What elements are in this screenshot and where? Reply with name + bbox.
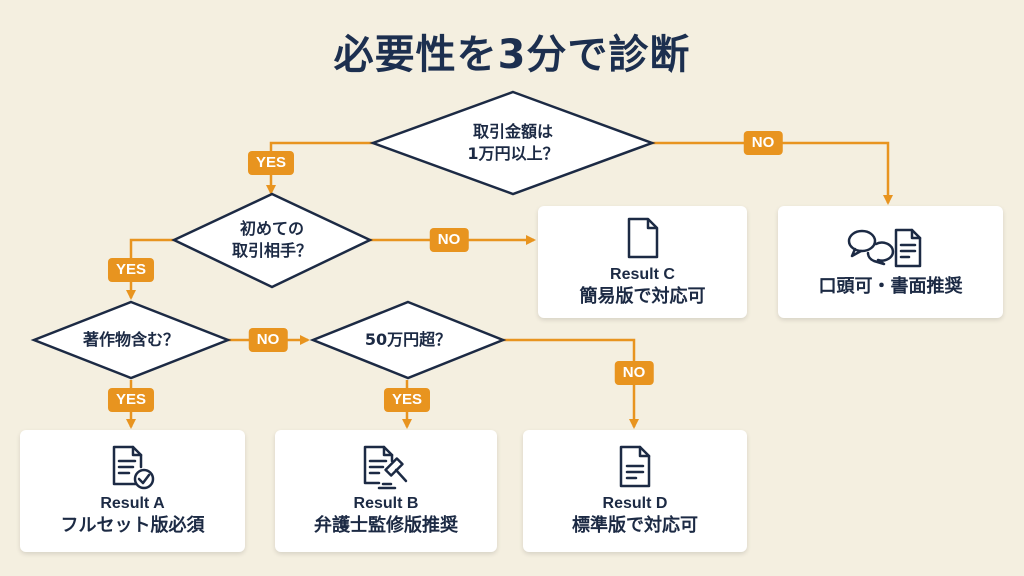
decision-q2: 初めての 取引相手？ <box>232 218 312 262</box>
result-a-label: Result A <box>100 495 165 512</box>
result-oral-text: 口頭可・書面推奨 <box>818 276 963 297</box>
result-d-text: 標準版で対応可 <box>572 515 698 536</box>
decision-q3-shape <box>30 300 232 380</box>
edge-q1-yes <box>266 141 373 195</box>
decision-q4: 50万円超？ <box>365 329 451 351</box>
result-c-text: 簡易版で対応可 <box>579 286 706 307</box>
result-b-label: Result B <box>353 495 419 512</box>
decision-q3-line1: 著作物含む？ <box>82 330 180 349</box>
decision-q3: 著作物含む？ <box>83 329 179 351</box>
tag-q1-no: NO <box>743 131 783 155</box>
document-check-icon <box>108 444 158 490</box>
decision-q2-line2: 取引相手？ <box>231 241 313 260</box>
result-b-text: 弁護士監修版推奨 <box>314 515 458 536</box>
tag-q3-yes: YES <box>107 388 155 412</box>
result-c-card: Result C 簡易版で対応可 <box>538 206 747 318</box>
tag-q4-no: NO <box>614 361 654 385</box>
result-a-text: フルセット版必須 <box>60 515 205 536</box>
blank-document-icon <box>625 215 661 261</box>
decision-q1: 取引金額は 1万円以上？ <box>467 121 558 165</box>
tag-q1-yes: YES <box>247 151 295 175</box>
document-lines-icon <box>617 444 653 490</box>
decision-q1-line1: 取引金額は <box>472 122 554 141</box>
page-title: 必要性を3分で診断 <box>333 32 691 78</box>
decision-q2-shape <box>171 192 373 289</box>
document-gavel-icon <box>359 444 413 490</box>
result-a-card: Result A フルセット版必須 <box>20 430 245 552</box>
result-b-card: Result B 弁護士監修版推奨 <box>275 430 497 552</box>
result-oral-card: 口頭可・書面推奨 <box>778 206 1003 318</box>
decision-q4-shape <box>309 300 507 380</box>
edge-q4-no <box>503 338 639 429</box>
chat-and-document-icon <box>846 225 936 271</box>
decision-q2-line1: 初めての <box>239 219 305 238</box>
decision-q1-line2: 1万円以上？ <box>467 144 559 163</box>
decision-q1-shape <box>369 90 656 196</box>
tag-q4-yes: YES <box>383 388 431 412</box>
tag-q2-no: NO <box>429 228 469 252</box>
edge-q1-no <box>652 141 893 205</box>
result-c-label: Result C <box>610 266 675 283</box>
tag-q2-yes: YES <box>107 258 155 282</box>
decision-q4-line1: 50万円超？ <box>364 330 452 349</box>
result-d-card: Result D 標準版で対応可 <box>523 430 747 552</box>
result-d-label: Result D <box>602 495 668 512</box>
tag-q3-no: NO <box>248 328 288 352</box>
